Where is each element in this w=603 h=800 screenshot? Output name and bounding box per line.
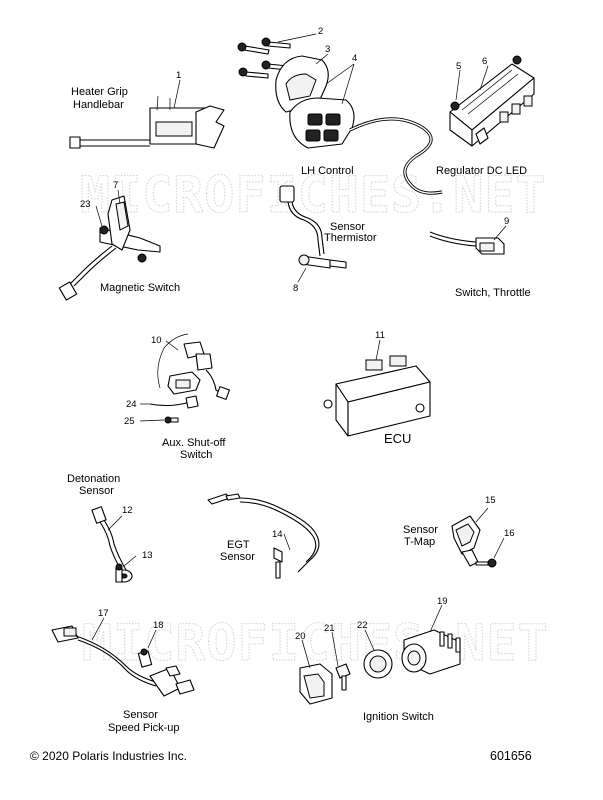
- callout-14: 14: [272, 529, 283, 540]
- leader-12: [107, 515, 123, 531]
- callout-12: 12: [122, 505, 133, 516]
- label-aux-shutoff-line1: Aux. Shut-off: [162, 437, 226, 449]
- tmap-sensor-part: [451, 515, 497, 568]
- label-tmap-line2: T-Map: [404, 536, 435, 548]
- leader-3: [315, 53, 329, 65]
- label-detonation-line1: Detonation: [67, 473, 120, 485]
- callout-25: 25: [124, 416, 135, 427]
- callout-15: 15: [485, 495, 496, 506]
- callout-17: 17: [98, 608, 109, 619]
- sensor-thermistor-part: [279, 185, 347, 269]
- egt-sensor-part: [207, 493, 320, 579]
- lh-control-part: [237, 37, 443, 195]
- callout-2: 2: [318, 26, 323, 37]
- regulator-part: [449, 55, 535, 147]
- leader-18: [147, 629, 157, 649]
- label-speed-line1: Sensor: [123, 709, 158, 721]
- leader-23: [95, 205, 103, 227]
- label-tmap-line1: Sensor: [403, 524, 438, 536]
- leader-21: [331, 631, 339, 667]
- callout-18: 18: [153, 620, 164, 631]
- leader-10: [165, 340, 179, 351]
- callout-24: 24: [126, 399, 137, 410]
- label-regulator: Regulator DC LED: [436, 165, 527, 177]
- watermark-top: MICROFICHES.NET: [80, 166, 547, 224]
- leader-9: [493, 225, 507, 241]
- leader-14: [283, 533, 291, 551]
- leader-13: [123, 555, 137, 567]
- leader-25: [139, 419, 165, 422]
- leader-4: [325, 63, 355, 105]
- callout-1: 1: [176, 70, 181, 81]
- label-heater-grip-line2: Handlebar: [73, 99, 124, 111]
- label-aux-shutoff-line2: Switch: [180, 449, 212, 461]
- leader-22: [364, 629, 375, 651]
- leader-7: [117, 189, 121, 205]
- callout-3: 3: [325, 44, 330, 55]
- callout-19: 19: [437, 596, 448, 607]
- callout-23: 23: [80, 199, 91, 210]
- detonation-sensor-part: [91, 506, 133, 583]
- watermark-bottom: MICROFICHES.NET: [82, 614, 549, 672]
- leader-2: [277, 33, 317, 43]
- callout-20: 20: [295, 631, 306, 642]
- leader-17: [91, 617, 105, 641]
- leader-8: [297, 267, 307, 283]
- label-detonation-line2: Sensor: [79, 485, 114, 497]
- label-speed-line2: Speed Pick-up: [108, 722, 180, 734]
- label-egt-line1: EGT: [227, 539, 250, 551]
- label-thermistor-line1: Sensor: [330, 221, 365, 233]
- leader-19: [429, 604, 443, 633]
- copyright-notice: © 2020 Polaris Industries Inc.: [30, 749, 187, 763]
- callout-10: 10: [151, 335, 162, 346]
- callout-6: 6: [482, 56, 487, 67]
- throttle-switch-part: [429, 231, 505, 255]
- aux-shutoff-part: [149, 333, 230, 424]
- label-egt-line2: Sensor: [220, 551, 255, 563]
- ecu-part: [323, 355, 431, 437]
- callout-9: 9: [504, 216, 509, 227]
- leader-1: [173, 79, 181, 109]
- callout-7: 7: [113, 180, 118, 191]
- leader-5: [455, 69, 461, 101]
- label-heater-grip-line1: Heater Grip: [71, 86, 128, 98]
- label-throttle-switch: Switch, Throttle: [455, 287, 531, 299]
- label-magnetic-switch: Magnetic Switch: [100, 282, 180, 294]
- magnetic-switch-part: [58, 195, 161, 301]
- ignition-switch-part: [299, 629, 461, 705]
- speed-sensor-part: [51, 625, 195, 697]
- callout-16: 16: [504, 528, 515, 539]
- label-lh-control: LH Control: [301, 165, 354, 177]
- label-ignition-switch: Ignition Switch: [363, 711, 434, 723]
- callout-5: 5: [456, 61, 461, 72]
- label-thermistor-line2: Thermistor: [324, 232, 377, 244]
- callout-8: 8: [293, 283, 298, 294]
- leader-16: [493, 537, 505, 559]
- leader-15: [475, 507, 489, 523]
- leader-6: [479, 65, 489, 91]
- leader-20: [301, 639, 311, 669]
- callout-22: 22: [357, 620, 368, 631]
- callout-21: 21: [324, 623, 335, 634]
- callout-4: 4: [352, 53, 357, 64]
- label-ecu: ECU: [384, 431, 411, 446]
- heater-grip-part: [69, 95, 225, 149]
- callout-11: 11: [375, 330, 385, 341]
- callout-13: 13: [142, 550, 153, 561]
- drawing-number: 601656: [490, 749, 532, 763]
- leader-11: [375, 339, 381, 361]
